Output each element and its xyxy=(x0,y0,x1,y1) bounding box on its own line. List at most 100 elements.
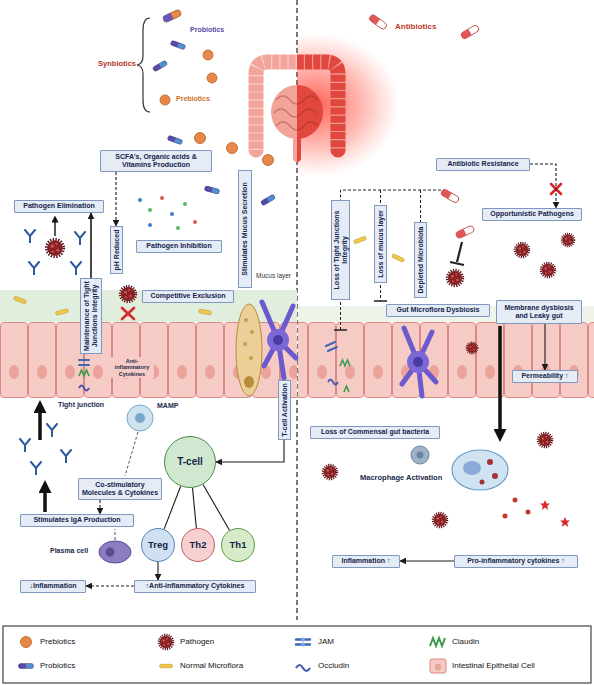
connector-arrow xyxy=(192,488,196,528)
plasma-cell xyxy=(106,548,115,557)
probiotic-bacteria xyxy=(167,135,183,145)
node-text: Pro-inflammatory cytokines ↑ xyxy=(455,557,577,565)
annotation-label: MAMP xyxy=(157,402,178,410)
cell-circle: Th2 xyxy=(181,528,215,562)
effect-box: Opportunistic Pathogens xyxy=(482,208,582,221)
broken-tight-junction xyxy=(326,342,337,351)
broken-tight-junction xyxy=(326,342,350,392)
macrophage xyxy=(452,450,508,490)
node-text: Th1 xyxy=(230,540,247,551)
annotation-label: Synbiotics xyxy=(92,60,136,69)
dendritic-cell xyxy=(267,329,289,351)
arrow-symbol xyxy=(498,326,502,438)
effect-box: Stimulates IgA Production xyxy=(20,514,134,527)
effect-box: T-cell Activation xyxy=(278,380,291,440)
annotation-label: Probiotics xyxy=(190,26,224,34)
arrow-symbol xyxy=(43,484,47,512)
cell-circle: Treg xyxy=(141,528,175,562)
annotation-label: Plasma cell xyxy=(50,547,88,555)
effect-box: Depleted Microbiota xyxy=(414,222,427,298)
legend-frame xyxy=(3,626,591,683)
effect-box: pH Reduced xyxy=(110,226,123,274)
pathogen xyxy=(515,243,529,257)
effect-box: ↓Inflammation xyxy=(20,580,86,593)
cytokine-symbols xyxy=(526,510,531,515)
antibiotic-effect-lines xyxy=(457,242,462,262)
connector-arrow xyxy=(203,485,229,531)
annotation-label: Anti-inflammatory Cytokines xyxy=(110,357,154,378)
legend-label: Occludin xyxy=(318,661,349,671)
annotation-label: Mucus layer xyxy=(256,272,291,279)
plasma-cell xyxy=(99,541,131,563)
antibiotic-pills xyxy=(368,14,388,31)
node-text: Co-stimulatory Molecules & Cytokines xyxy=(79,481,161,497)
cell-circle: Th1 xyxy=(221,528,255,562)
cytokine-symbols xyxy=(503,498,571,528)
broken-tight-junction xyxy=(344,386,349,392)
pathogen xyxy=(323,465,337,479)
dendritic-cell xyxy=(402,328,436,396)
prebiotic-particles xyxy=(227,143,238,154)
intestine xyxy=(230,33,400,177)
cytokine-symbols xyxy=(540,500,550,510)
broken-tight-junction xyxy=(328,380,338,385)
probiotic-bacteria xyxy=(204,186,220,195)
blocking-cross xyxy=(122,184,561,319)
prebiotic-particles xyxy=(207,73,217,83)
connector-arrow xyxy=(157,562,158,580)
node-text: Loss of Commensal gut bacteria xyxy=(311,428,439,436)
tight-junction-icon xyxy=(79,370,89,376)
annotation-label: Macrophage Activation xyxy=(360,474,442,483)
macrophage xyxy=(463,461,481,475)
signal-lines xyxy=(115,529,116,540)
arrow-symbol xyxy=(54,217,55,236)
immune-cell xyxy=(411,446,429,464)
immune-cell xyxy=(127,405,153,431)
cytokine-symbols xyxy=(503,514,508,519)
normal-microflora xyxy=(353,236,367,244)
node-text: Maintenance of Tight Junctions Integrity xyxy=(83,280,99,352)
normal-microflora xyxy=(391,253,404,262)
legend-icon xyxy=(435,664,441,671)
antibody xyxy=(31,462,41,475)
dendritic-cell xyxy=(402,328,436,396)
connector-arrow xyxy=(216,440,284,462)
node-text: Pathogen Inhibition xyxy=(137,242,221,250)
antibiotic-pills xyxy=(455,225,475,239)
dendritic-cell xyxy=(407,351,429,373)
connector-arrow xyxy=(400,560,454,561)
antibody xyxy=(47,424,57,437)
pathogen xyxy=(538,433,552,447)
effect-box: Inflammation ↑ xyxy=(332,555,400,568)
node-text: Opportunistic Pathogens xyxy=(483,210,581,218)
goblet-cell xyxy=(244,376,254,388)
arrow-symbol xyxy=(38,404,42,440)
goblet-cell xyxy=(236,304,262,396)
node-text: Inflammation ↑ xyxy=(333,557,399,565)
metabolite-molecules xyxy=(183,202,187,206)
macrophage xyxy=(487,459,493,465)
prebiotic-particles xyxy=(263,155,274,166)
annotation-label: Tight junction xyxy=(58,401,104,409)
pathogen xyxy=(433,513,447,527)
connector-arrow xyxy=(115,172,116,226)
node-text: Gut Microflora Dysbiosis xyxy=(387,306,489,314)
legend-label: Probiotics xyxy=(40,661,75,671)
node-text: Stimulates Mucus Secretion xyxy=(241,172,249,286)
node-text: Competitive Exclusion xyxy=(143,292,233,300)
synbiotics-bracket xyxy=(137,18,150,112)
node-text: SCFA's, Organic acids & Vitamins Product… xyxy=(101,153,211,169)
node-text: Th2 xyxy=(190,540,207,551)
antibody xyxy=(20,439,30,452)
metabolite-molecules xyxy=(170,212,174,216)
pathogen xyxy=(46,239,63,256)
immune-cell xyxy=(135,413,145,423)
connector-arrow xyxy=(90,213,92,278)
plasma-cell xyxy=(99,541,131,563)
node-text: Pathogen Elimination xyxy=(15,202,103,210)
effect-box: Stimulates Mucus Secretion xyxy=(238,170,252,288)
effect-box: Antibiotic Resistance xyxy=(436,158,530,171)
connector-arrow xyxy=(86,585,134,586)
node-text: Depleted Microbiota xyxy=(416,224,424,296)
